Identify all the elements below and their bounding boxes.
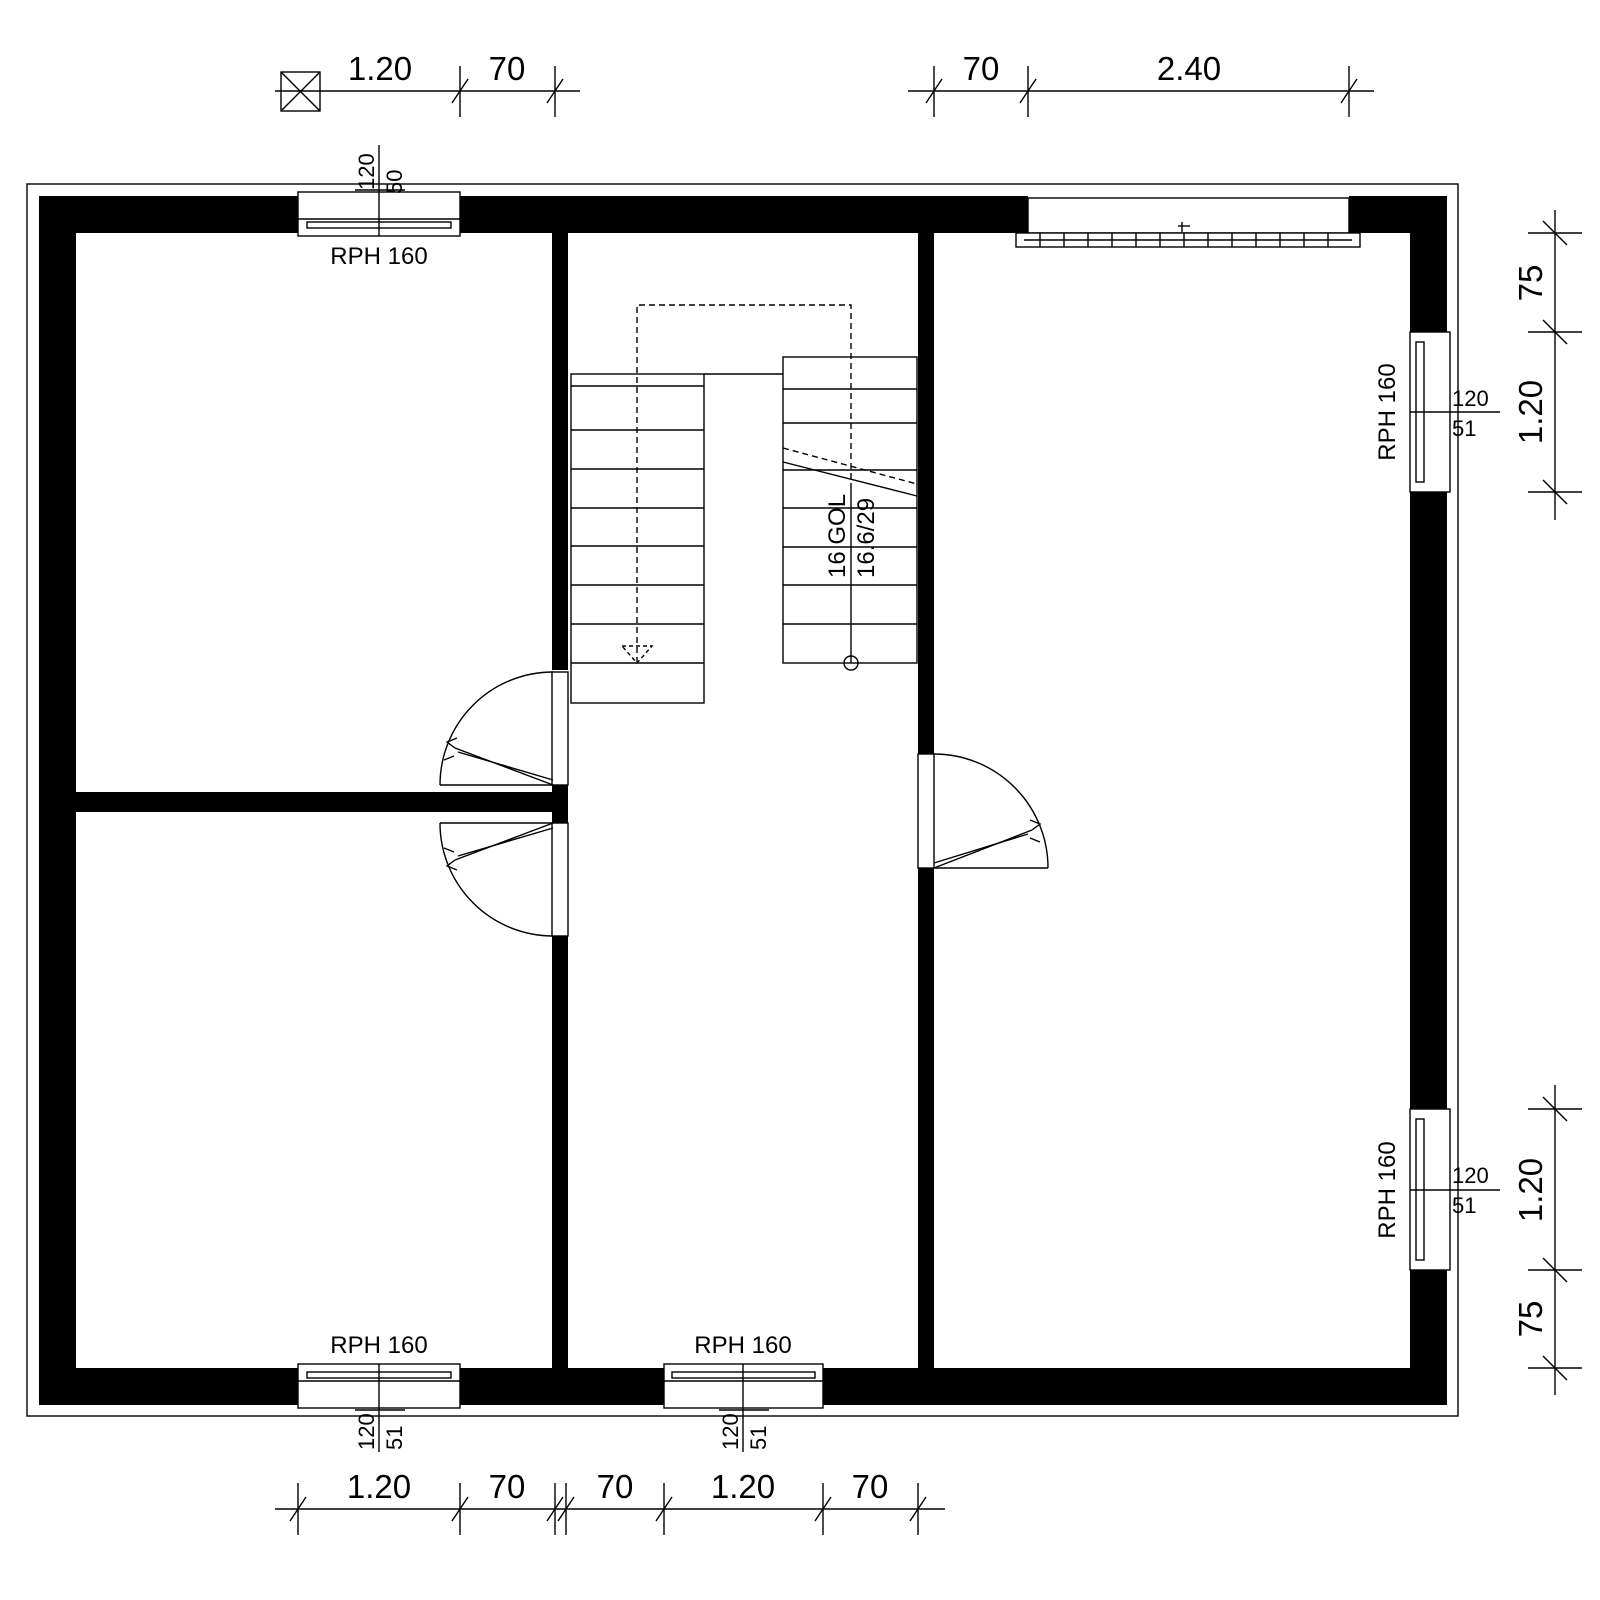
stair-steps-label: 16 GOL [824,494,851,578]
dim-label: 70 [852,1468,889,1505]
window-bottom-left: RPH 160 120 51 [297,1332,461,1452]
dim-label: 70 [597,1468,634,1505]
window-sill-label: 51 [382,1426,407,1450]
dim-label: 2.40 [1157,50,1221,87]
window-height-label: 120 [1452,1163,1489,1188]
dim-label: 1.20 [347,1468,411,1505]
walls [39,196,1447,1405]
dim-label: 1.20 [348,50,412,87]
dimension-top-right: 70 2.40 [908,50,1374,117]
door-lower-left [439,822,569,937]
window-tick-marks [1039,233,1329,247]
window-type-label: RPH 160 [1374,1141,1401,1238]
door-right-room [917,753,1049,869]
dim-label: 75 [1512,1301,1549,1338]
dim-label: 70 [489,50,526,87]
window-top-right [1015,197,1361,248]
window-right-lower: RPH 160 120 51 [1374,1108,1500,1271]
window-bottom-middle: RPH 160 120 51 [663,1332,824,1452]
window-sill-label: 50 [382,170,407,194]
dimension-right-upper: 75 1.20 [1512,210,1582,520]
window-type-label: RPH 160 [330,1332,427,1359]
window-type-label: RPH 160 [694,1332,791,1359]
dim-label: 70 [489,1468,526,1505]
window-type-label: RPH 160 [1374,363,1401,460]
dimension-top-left: 1.20 70 [275,50,580,117]
window-sill-label: 51 [746,1426,771,1450]
dim-label: 75 [1512,265,1549,302]
window-height-label: 120 [1452,386,1489,411]
dimension-right-lower: 1.20 75 [1512,1085,1582,1395]
dim-label: 1.20 [1512,1158,1549,1222]
window-type-label: RPH 160 [330,243,427,270]
window-top-left: 120 50 RPH 160 [297,145,461,270]
window-sill-label: 51 [1452,1193,1476,1218]
window-height-label: 120 [718,1413,743,1450]
window-height-label: 120 [354,1413,379,1450]
dimension-bottom: 1.20 70 70 1.20 70 [275,1468,945,1535]
window-right-upper: RPH 160 120 51 [1374,331,1500,493]
dim-label: 70 [963,50,1000,87]
dim-label: 1.20 [1512,380,1549,444]
stair-ratio-label: 16.6/29 [853,498,880,578]
door-upper-left [439,671,569,786]
dim-label: 1.20 [711,1468,775,1505]
window-sill-label: 51 [1452,416,1476,441]
window-height-label: 120 [354,153,379,190]
staircase: 16 GOL 16.6/29 [570,304,918,704]
